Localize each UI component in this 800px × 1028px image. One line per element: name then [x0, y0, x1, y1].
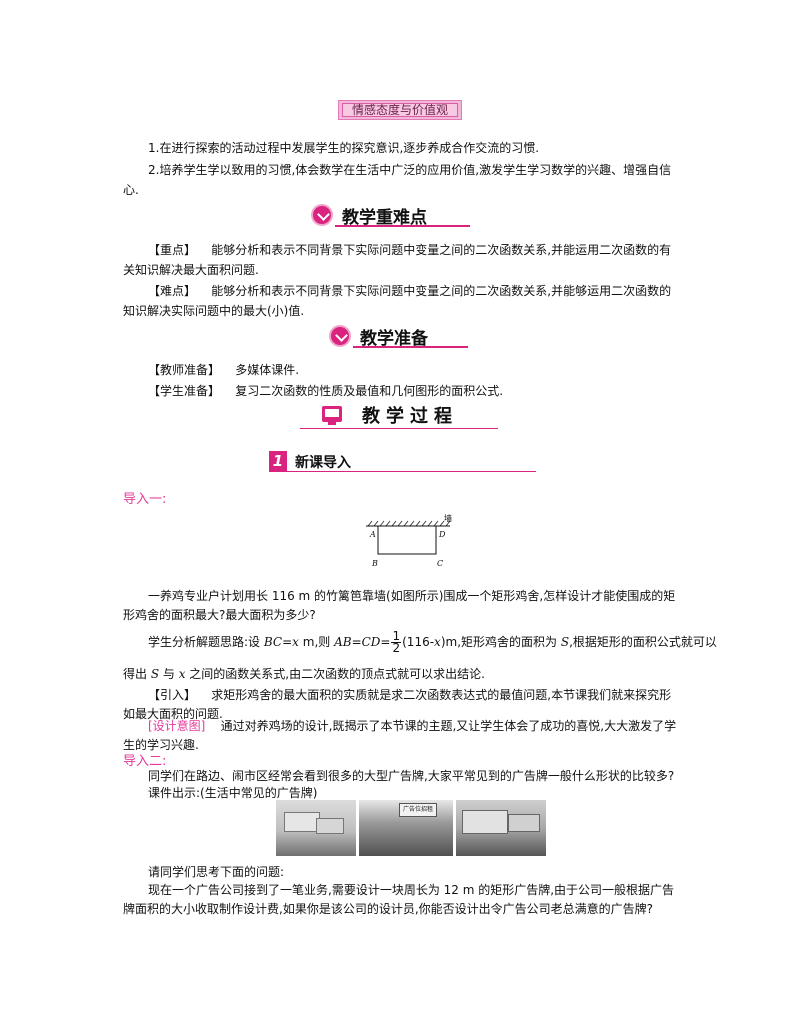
key-point-label: 【重点】: [148, 243, 197, 257]
task-line-1: 现在一个广告公司接到了一笔业务,需要设计一块周长为 12 m 的矩形广告牌,由于…: [148, 883, 675, 897]
billboard-photo-3: [456, 800, 546, 856]
section-badge: 情感态度与价值观: [338, 100, 462, 120]
key-point-line-1: 【重点】 能够分析和表示不同背景下实际问题中变量之间的二次函数关系,并能运用二次…: [148, 240, 703, 260]
billboard-sign: [462, 810, 508, 834]
intro-2-label: 导入二:: [123, 754, 167, 769]
attitude-item-2-line-1: 2.培养学生学以致用的习惯,体会数学在生活中广泛的应用价值,激发学生学习数学的兴…: [148, 163, 672, 177]
step-underline: [269, 471, 536, 472]
design-intent-label: [设计意图]: [148, 719, 206, 733]
point-b-label: B: [371, 559, 378, 568]
student-prep-line: 【学生准备】 复习二次函数的性质及最值和几何图形的面积公式.: [148, 381, 703, 401]
var-s: S: [150, 667, 160, 681]
teacher-prep-line: 【教师准备】 多媒体课件.: [148, 360, 703, 380]
design-intent-line-2: 生的学习兴趣.: [123, 738, 199, 752]
student-prep-label: 【学生准备】: [148, 384, 221, 398]
problem-line-1: 一养鸡专业户计划用长 116 m 的竹篱笆靠墙(如图所示)围成一个矩形鸡舍,怎样…: [148, 589, 676, 603]
line2-mid: 与: [159, 667, 179, 681]
point-a-label: A: [369, 530, 376, 539]
point-d-label: D: [438, 530, 446, 539]
lead-in-label: 【引入】: [148, 688, 197, 702]
fraction-numerator: 1: [391, 629, 402, 643]
wall-label: 墙: [444, 513, 452, 523]
analysis-paren: (116-: [402, 635, 435, 649]
fraction-denominator: 2: [392, 641, 401, 655]
section-underline: [300, 428, 498, 429]
task-line-2: 牌面积的大小收取制作设计费,如果你是该公司的设计员,你能否设计出令广告公司老总满…: [123, 902, 654, 916]
point-c-label: C: [437, 559, 443, 568]
teacher-prep-label: 【教师准备】: [148, 363, 221, 377]
section-underline: [353, 346, 468, 348]
analysis-mid: m,则: [298, 635, 335, 649]
coop-rectangle: [377, 525, 437, 555]
var-bc: BC: [263, 635, 283, 649]
lead-in-line-1: 【引入】 求矩形鸡舍的最大面积的实质就是求二次函数表达式的最值问题,本节课我们就…: [148, 685, 703, 705]
attitude-item-1: 1.在进行探索的活动过程中发展学生的探究意识,逐步养成合作交流的习惯.: [148, 141, 540, 155]
equals-sign: =: [380, 635, 391, 649]
billboard-sign: 广告位招租: [399, 803, 437, 817]
badge-label: 情感态度与价值观: [351, 103, 448, 117]
analysis-line-2: 得出 S 与 x 之间的函数关系式,由二次函数的顶点式就可以求出结论.: [123, 664, 678, 684]
think-prompt: 请同学们思考下面的问题:: [148, 865, 285, 879]
line2-prefix: 得出: [123, 667, 151, 681]
billboard-sign: [316, 818, 344, 834]
step-title: 新课导入: [295, 455, 351, 471]
billboard-sign: [284, 812, 320, 832]
var-s: S: [560, 635, 570, 649]
lead-in-line-2: 如最大面积的问题.: [123, 707, 223, 721]
difficulty-label: 【难点】: [148, 284, 197, 298]
down-arrow-icon: [329, 325, 351, 347]
design-intent-line-1: [设计意图] 通过对养鸡场的设计,既揭示了本节课的主题,又让学生体会了成功的喜悦…: [148, 716, 703, 736]
equals-sign: =: [282, 635, 293, 649]
difficulty-text: 能够分析和表示不同背景下实际问题中变量之间的二次函数关系,并能够运用二次函数的: [211, 284, 672, 298]
var-x: x: [178, 667, 186, 681]
billboard-photo-1: [276, 800, 356, 856]
key-point-text: 能够分析和表示不同背景下实际问题中变量之间的二次函数关系,并能运用二次函数的有: [211, 243, 672, 257]
analysis-tail: ,根据矩形的面积公式就可以: [569, 635, 717, 649]
problem-line-2: 形鸡舍的面积最大?最大面积为多少?: [123, 608, 316, 622]
step-number-badge: 1: [269, 451, 287, 471]
teacher-prep-text: 多媒体课件.: [235, 363, 300, 377]
intro-1-label: 导入一:: [123, 492, 167, 507]
chicken-coop-figure: 墙 A D B C: [366, 513, 452, 568]
intro-2-question: 同学们在路边、闹市区经常会看到很多的大型广告牌,大家平常见到的广告牌一般什么形状…: [148, 769, 675, 783]
down-arrow-icon: [311, 204, 333, 226]
student-prep-text: 复习二次函数的性质及最值和几何图形的面积公式.: [235, 384, 504, 398]
var-x: x: [292, 635, 299, 649]
attitude-item-2-line-2: 心.: [123, 183, 139, 197]
wall-hatching: [366, 520, 451, 527]
line2-post: 之间的函数关系式,由二次函数的顶点式就可以求出结论.: [185, 667, 485, 681]
section-underline: [335, 225, 470, 227]
analysis-prefix: 学生分析解题思路:设: [148, 635, 264, 649]
monitor-icon: [322, 406, 342, 425]
section-title-preparation: 教学准备: [360, 329, 428, 349]
badge-frame: [342, 103, 458, 117]
key-point-line-2: 关知识解决最大面积问题.: [123, 263, 259, 277]
intro-2-slide-caption: 课件出示:(生活中常见的广告牌): [148, 786, 318, 800]
billboard-sign: [508, 814, 540, 832]
var-x: x: [434, 635, 441, 649]
lead-in-text: 求矩形鸡舍的最大面积的实质就是求二次函数表达式的最值问题,本节课我们就来探究形: [211, 688, 672, 702]
design-intent-text: 通过对养鸡场的设计,既揭示了本节课的主题,又让学生体会了成功的喜悦,大大激发了学: [220, 719, 677, 733]
difficulty-line-1: 【难点】 能够分析和表示不同背景下实际问题中变量之间的二次函数关系,并能够运用二…: [148, 281, 703, 301]
difficulty-line-2: 知识解决实际问题中的最大(小)值.: [123, 304, 305, 318]
billboard-photo-2: 广告位招租: [359, 800, 453, 856]
var-ab-cd: AB=CD: [334, 635, 381, 649]
section-title-process: 教学过程: [362, 406, 458, 427]
section-title-key-points: 教学重难点: [342, 208, 427, 228]
analysis-post: )m,矩形鸡舍的面积为: [440, 635, 561, 649]
